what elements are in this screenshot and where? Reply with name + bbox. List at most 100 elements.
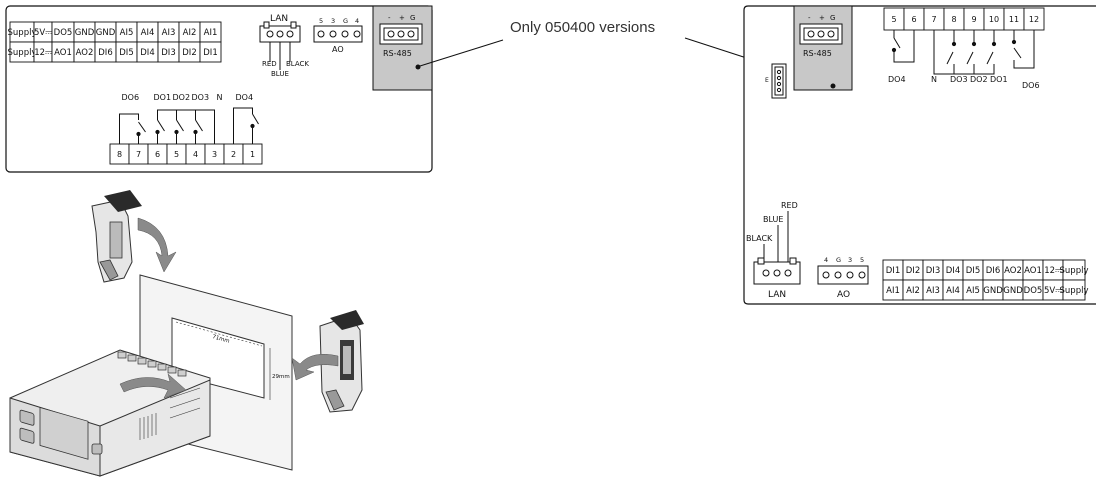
right-terminal: DI5: [962, 259, 984, 281]
left-terminal-label: AO2: [76, 48, 94, 58]
right-terminal-label: DI4: [946, 266, 960, 276]
left-relay-terminal: 2: [223, 143, 244, 165]
left-ao-pin: G: [343, 17, 348, 25]
left-rs485-pin: -: [388, 14, 391, 22]
right-relay-label: DO1: [990, 75, 1008, 84]
left-terminal-label: GND: [96, 28, 116, 38]
right-ao-label: AO: [837, 290, 850, 300]
right-terminal-label: 12⎓: [1044, 266, 1062, 276]
right-terminal: DI4: [942, 259, 964, 281]
left-terminal-label: AI1: [204, 28, 218, 38]
right-terminal-label: Supply: [1060, 266, 1089, 276]
right-terminal-label: AI2: [906, 286, 920, 296]
right-relay-terminal: 9: [963, 7, 985, 31]
left-rs485-pin: +: [399, 14, 405, 22]
left-relay-terminal: 1: [242, 143, 263, 165]
side-mounting-clip: [291, 310, 364, 413]
right-terminal-label: DO5: [1024, 286, 1043, 296]
left-terminal-label: AI2: [183, 28, 197, 38]
right-relay-terminal: 12: [1023, 7, 1045, 31]
right-rs485-pin: +: [819, 14, 825, 22]
left-terminal-label: Supply: [8, 48, 37, 58]
left-terminal-label: 12⎓: [34, 48, 52, 58]
right-ao-pin: 3: [848, 256, 852, 264]
left-terminal: AI5: [115, 21, 138, 43]
left-terminal-label: DI4: [140, 48, 154, 58]
right-rs485-module: - + G RS-485: [793, 5, 853, 91]
left-terminal: DI2: [178, 41, 201, 63]
right-relay-label: DO3: [950, 75, 968, 84]
right-terminal-label: GND: [983, 286, 1003, 296]
left-relay-label: DO1: [154, 93, 172, 102]
right-terminal-label: 5V⎓: [1044, 286, 1062, 296]
upper-mounting-clip: [91, 190, 177, 283]
right-terminal-label: AI4: [946, 286, 960, 296]
right-relay-terminal-label: 8: [951, 15, 956, 24]
left-ao-pin: 3: [331, 17, 335, 25]
left-terminal: DO5: [51, 21, 75, 43]
cutout-width-label: 71mm: [211, 334, 230, 345]
right-terminal: AI3: [922, 279, 944, 301]
left-terminal: DI1: [199, 41, 222, 63]
right-terminal: GND: [1002, 279, 1024, 301]
right-terminal: Supply: [1060, 279, 1088, 301]
right-side-connector: E: [765, 63, 787, 99]
left-relay-label: N: [217, 93, 223, 102]
right-terminal: AI1: [882, 279, 904, 301]
right-terminal-label: DI6: [986, 266, 1000, 276]
right-terminal-label: AI1: [886, 286, 900, 296]
left-relay-terminal-label: 1: [250, 150, 255, 159]
left-terminal-label: 5V⎓: [34, 28, 52, 38]
left-terminal-label: AI3: [162, 28, 176, 38]
right-terminal: Supply: [1060, 259, 1089, 281]
right-terminal: DI1: [882, 259, 904, 281]
mounting-illustration: 71mm 29mm: [9, 190, 364, 477]
left-terminal-label: DI3: [161, 48, 175, 58]
left-relay-label: DO3: [192, 93, 210, 102]
right-relay-terminal: 10: [983, 7, 1005, 31]
left-lan-label: LAN: [270, 14, 288, 24]
left-lan-wire-red: RED: [262, 60, 277, 68]
left-terminal: AI2: [178, 21, 201, 43]
right-ao-pin: G: [836, 256, 841, 264]
right-relay-label: DO2: [970, 75, 988, 84]
right-rs485-pin: -: [808, 14, 811, 22]
right-terminal: DO5: [1022, 279, 1044, 301]
left-terminal-label: GND: [75, 28, 95, 38]
left-terminal: DI3: [157, 41, 180, 63]
left-terminal: 12⎓: [33, 41, 53, 63]
right-rs485-label: RS-485: [803, 49, 832, 58]
right-ao-pin: 4: [824, 256, 828, 264]
right-relay-terminal-label: 12: [1029, 15, 1039, 24]
right-terminal: DI6: [982, 259, 1004, 281]
left-terminal: AI4: [136, 21, 159, 43]
left-terminal-label: Supply: [8, 28, 37, 38]
right-lan-connector: RED BLUE BLACK LAN: [746, 201, 801, 300]
left-relay-label: DO4: [236, 93, 254, 102]
left-terminal-label: DI1: [203, 48, 217, 58]
right-terminal-label: AO2: [1004, 266, 1022, 276]
left-relay-terminal-label: 4: [193, 150, 198, 159]
left-rs485-label: RS-485: [383, 49, 412, 58]
left-terminal: DI5: [115, 41, 138, 63]
left-relay-terminal-label: 8: [117, 150, 122, 159]
right-relay-terminal: 8: [943, 7, 965, 31]
left-relay-terminal: 3: [204, 143, 225, 165]
right-terminal: GND: [982, 279, 1004, 301]
right-lan-wire-black: BLACK: [746, 234, 773, 243]
right-relay-terminal-label: 5: [891, 15, 896, 24]
right-relay-terminal-label: 10: [989, 15, 999, 24]
left-relay-terminal: 6: [147, 143, 168, 165]
left-terminal: AO1: [51, 41, 75, 63]
left-lan-wire-black: BLACK: [286, 60, 309, 68]
side-clip-arrow: [291, 354, 339, 381]
right-relay-terminal-label: 9: [971, 15, 976, 24]
controller-device: [9, 349, 211, 477]
left-terminal: GND: [73, 21, 96, 43]
right-relay-terminal: 5: [883, 7, 905, 31]
